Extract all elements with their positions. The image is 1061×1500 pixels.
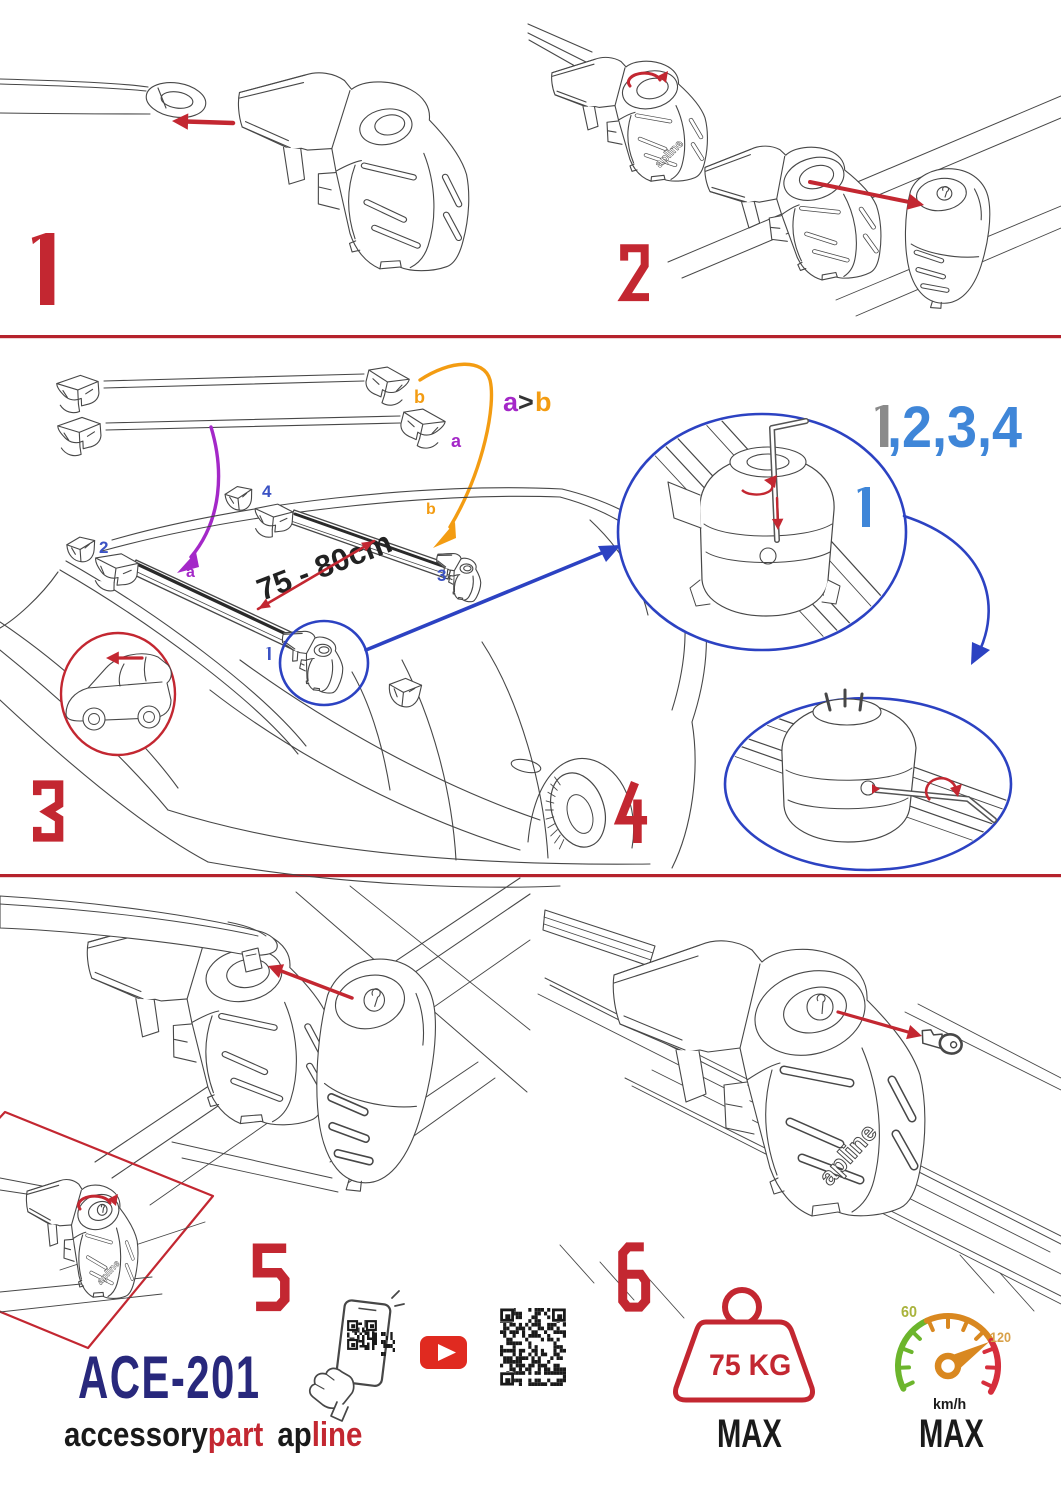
svg-text:75 KG: 75 KG [709, 1349, 791, 1382]
svg-text:60: 60 [901, 1303, 917, 1321]
svg-text:2: 2 [99, 538, 108, 557]
svg-text:120: 120 [990, 1329, 1011, 1345]
svg-text:MAX: MAX [717, 1412, 782, 1457]
svg-text:b: b [414, 387, 425, 407]
svg-text:a: a [186, 564, 195, 581]
svg-text:ACE-201: ACE-201 [78, 1344, 260, 1411]
svg-text:accessorypart apline: accessorypart apline [64, 1415, 362, 1454]
svg-text:b: b [426, 501, 436, 518]
svg-text:3: 3 [437, 566, 446, 585]
svg-text:a: a [451, 431, 462, 451]
svg-text:,2,3,4: ,2,3,4 [887, 394, 1022, 459]
svg-text:b: b [535, 387, 552, 417]
svg-text:a: a [503, 387, 519, 417]
svg-text:MAX: MAX [919, 1412, 984, 1457]
svg-text:4: 4 [262, 482, 272, 501]
svg-text:km/h: km/h [933, 1397, 966, 1413]
svg-text:>: > [518, 387, 534, 417]
